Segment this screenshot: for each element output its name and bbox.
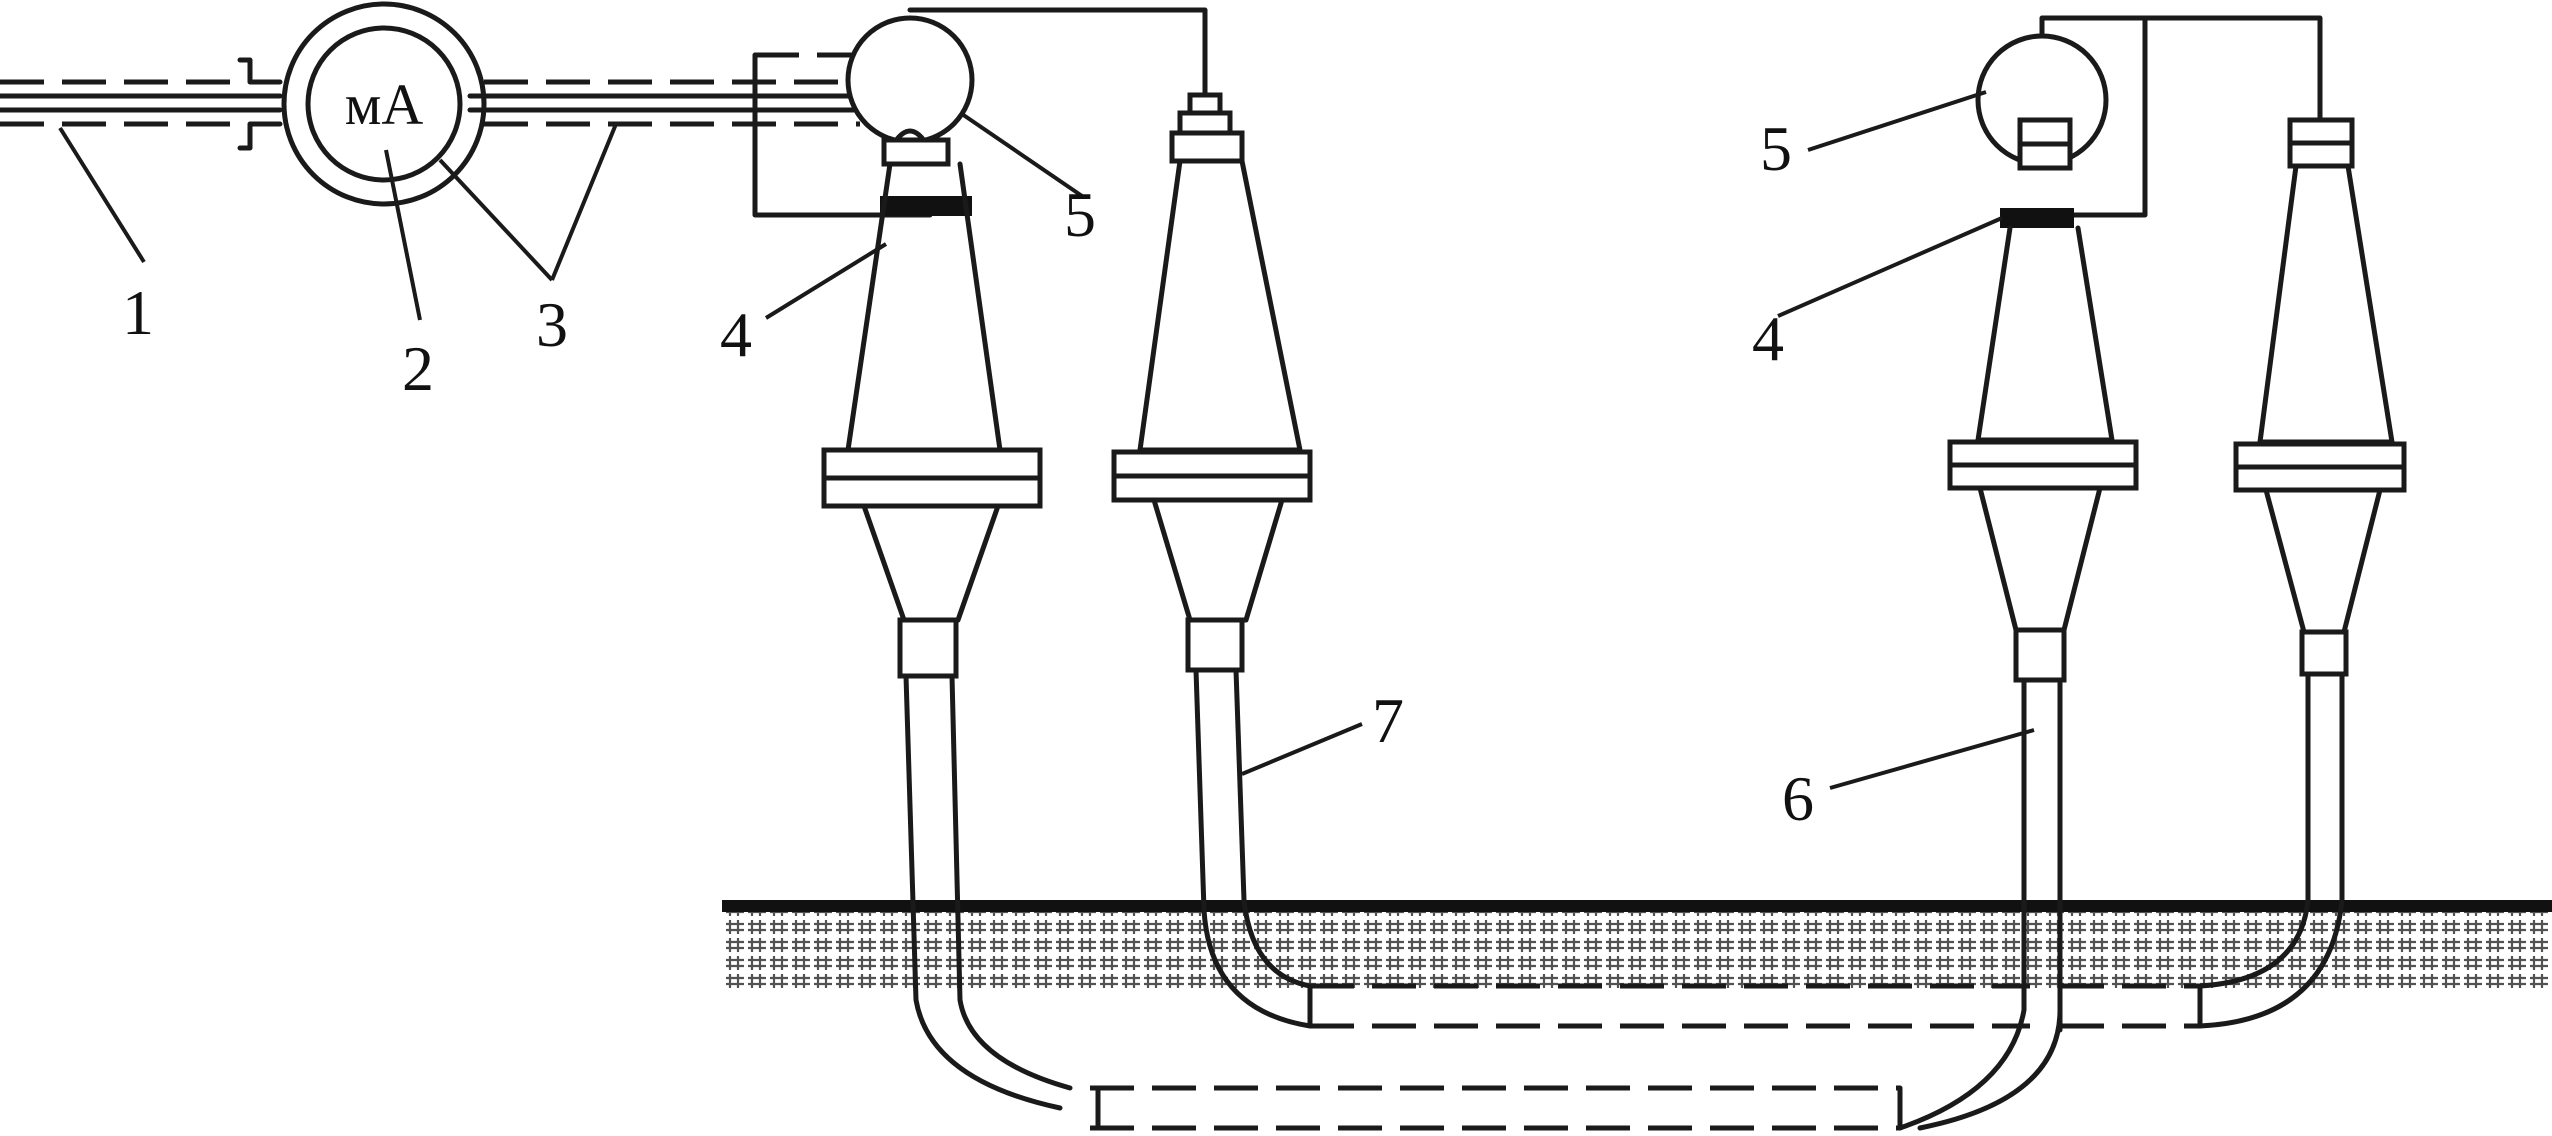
part-labels: 1 2 3 4 5 5 4 7 6 bbox=[122, 113, 1814, 834]
meter-unit-label: мА bbox=[345, 72, 424, 137]
electrode-d bbox=[2197, 117, 2407, 1029]
electrode-b bbox=[1111, 92, 1313, 1029]
label-2: 2 bbox=[402, 333, 434, 404]
label-4-right: 4 bbox=[1752, 303, 1784, 374]
electrode-a bbox=[821, 137, 1101, 1131]
leader-lines bbox=[58, 90, 2035, 790]
label-7: 7 bbox=[1372, 685, 1404, 756]
electrode-c bbox=[1897, 117, 2139, 1131]
right-bulb-assembly bbox=[1975, 15, 2323, 218]
label-6: 6 bbox=[1782, 763, 1814, 834]
measurement-cable bbox=[0, 57, 283, 151]
label-1: 1 bbox=[122, 277, 154, 348]
label-5-right: 5 bbox=[1760, 113, 1792, 184]
left-bulb-assembly bbox=[845, 7, 1208, 145]
ground bbox=[722, 900, 2552, 990]
milliammeter: мА bbox=[281, 1, 487, 207]
label-5-left: 5 bbox=[1064, 179, 1096, 250]
label-3: 3 bbox=[536, 289, 568, 360]
meter-to-electrode-cable bbox=[467, 52, 933, 218]
label-4-left: 4 bbox=[720, 299, 752, 370]
buried-connections bbox=[1090, 983, 2200, 1131]
